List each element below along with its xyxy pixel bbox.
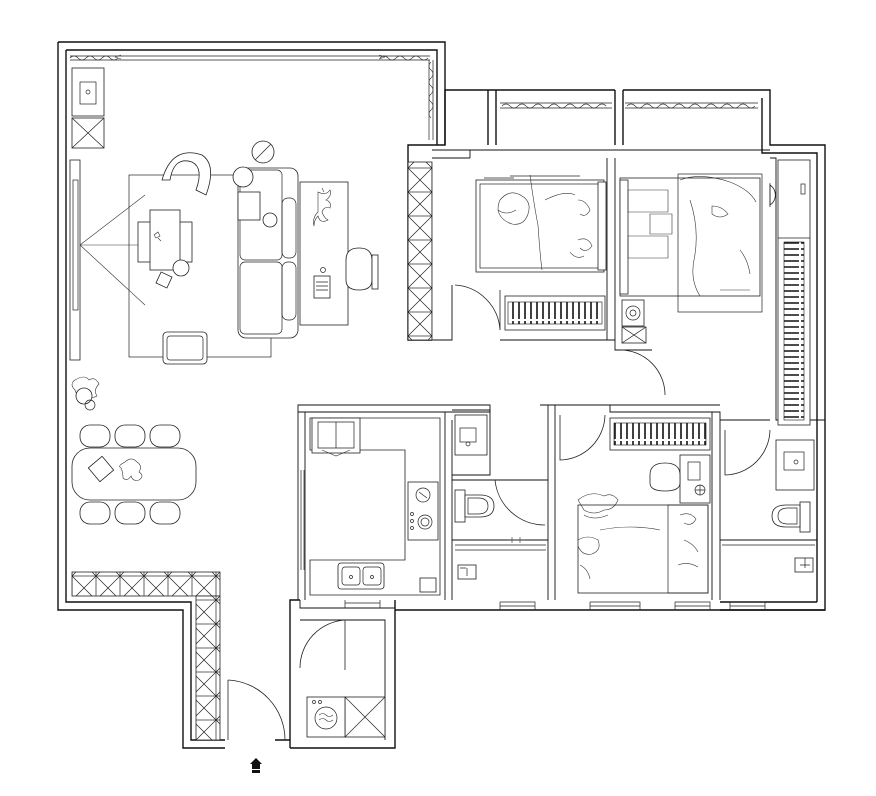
kitchen-sink-icon <box>337 562 437 593</box>
bedroom1-wardrobe <box>407 161 433 341</box>
sofa <box>237 167 299 339</box>
bedroom2-bed <box>619 173 763 313</box>
ottoman <box>162 331 208 365</box>
entry-cabinet-tall <box>71 117 105 149</box>
dining-chairs <box>79 424 181 525</box>
kitchen-counter <box>309 417 441 596</box>
bedroom2-wardrobe <box>777 159 811 426</box>
window-kitchen-left <box>300 470 305 570</box>
window-living-right <box>428 60 434 140</box>
window-kitchen-bottom <box>344 600 381 608</box>
tv-wall-unit <box>69 159 146 361</box>
sink2-icon <box>775 439 815 491</box>
shower-area <box>455 537 546 580</box>
window-bath2-bottom <box>729 601 766 610</box>
armchair <box>161 152 211 196</box>
storage-cabinet-lshape <box>71 571 221 741</box>
corridor-door[interactable] <box>619 349 666 396</box>
study-desk <box>299 181 349 326</box>
window-bath-bottom <box>499 601 536 610</box>
bedroom3-chair <box>649 462 681 492</box>
window-living-top <box>69 54 430 61</box>
bedroom1-door[interactable] <box>454 284 501 331</box>
bedroom1-bed <box>475 174 607 273</box>
bedroom2-nightstand <box>621 299 645 327</box>
bedroom1-wardrobe-rail <box>504 295 606 331</box>
toilet2-icon <box>771 501 811 533</box>
plant <box>71 376 100 411</box>
shower2-area <box>722 544 815 573</box>
bedroom3-desk <box>679 454 711 504</box>
sink-icon <box>454 414 488 456</box>
entrance-arrow-icon <box>250 758 262 773</box>
bedroom3-door[interactable] <box>559 414 606 461</box>
coffee-table <box>137 209 193 289</box>
window-bedroom1 <box>500 102 612 109</box>
toilet-icon <box>454 489 495 523</box>
interior-walls <box>297 149 825 740</box>
dining-table <box>71 447 197 501</box>
bedroom3-wardrobe <box>609 417 711 451</box>
stove-burner-icon <box>407 481 439 541</box>
laundry-cabinet <box>344 696 386 738</box>
window-bedroom2 <box>625 102 758 109</box>
corridor-cabinet <box>621 326 647 344</box>
washing-machine-icon <box>306 696 346 738</box>
sideboard <box>71 67 105 117</box>
bedroom2-round-stool <box>769 183 776 207</box>
outer-walls <box>57 41 826 749</box>
bedroom3-bed <box>577 493 709 594</box>
entrance-door[interactable] <box>227 679 286 741</box>
laundry-door[interactable] <box>299 619 346 670</box>
bath2-door[interactable] <box>724 429 771 476</box>
floor-lamp-icon <box>232 140 278 228</box>
window-bedroom3-bottom <box>589 601 711 610</box>
bath1-door[interactable] <box>494 479 546 526</box>
desk-chair <box>345 247 379 291</box>
